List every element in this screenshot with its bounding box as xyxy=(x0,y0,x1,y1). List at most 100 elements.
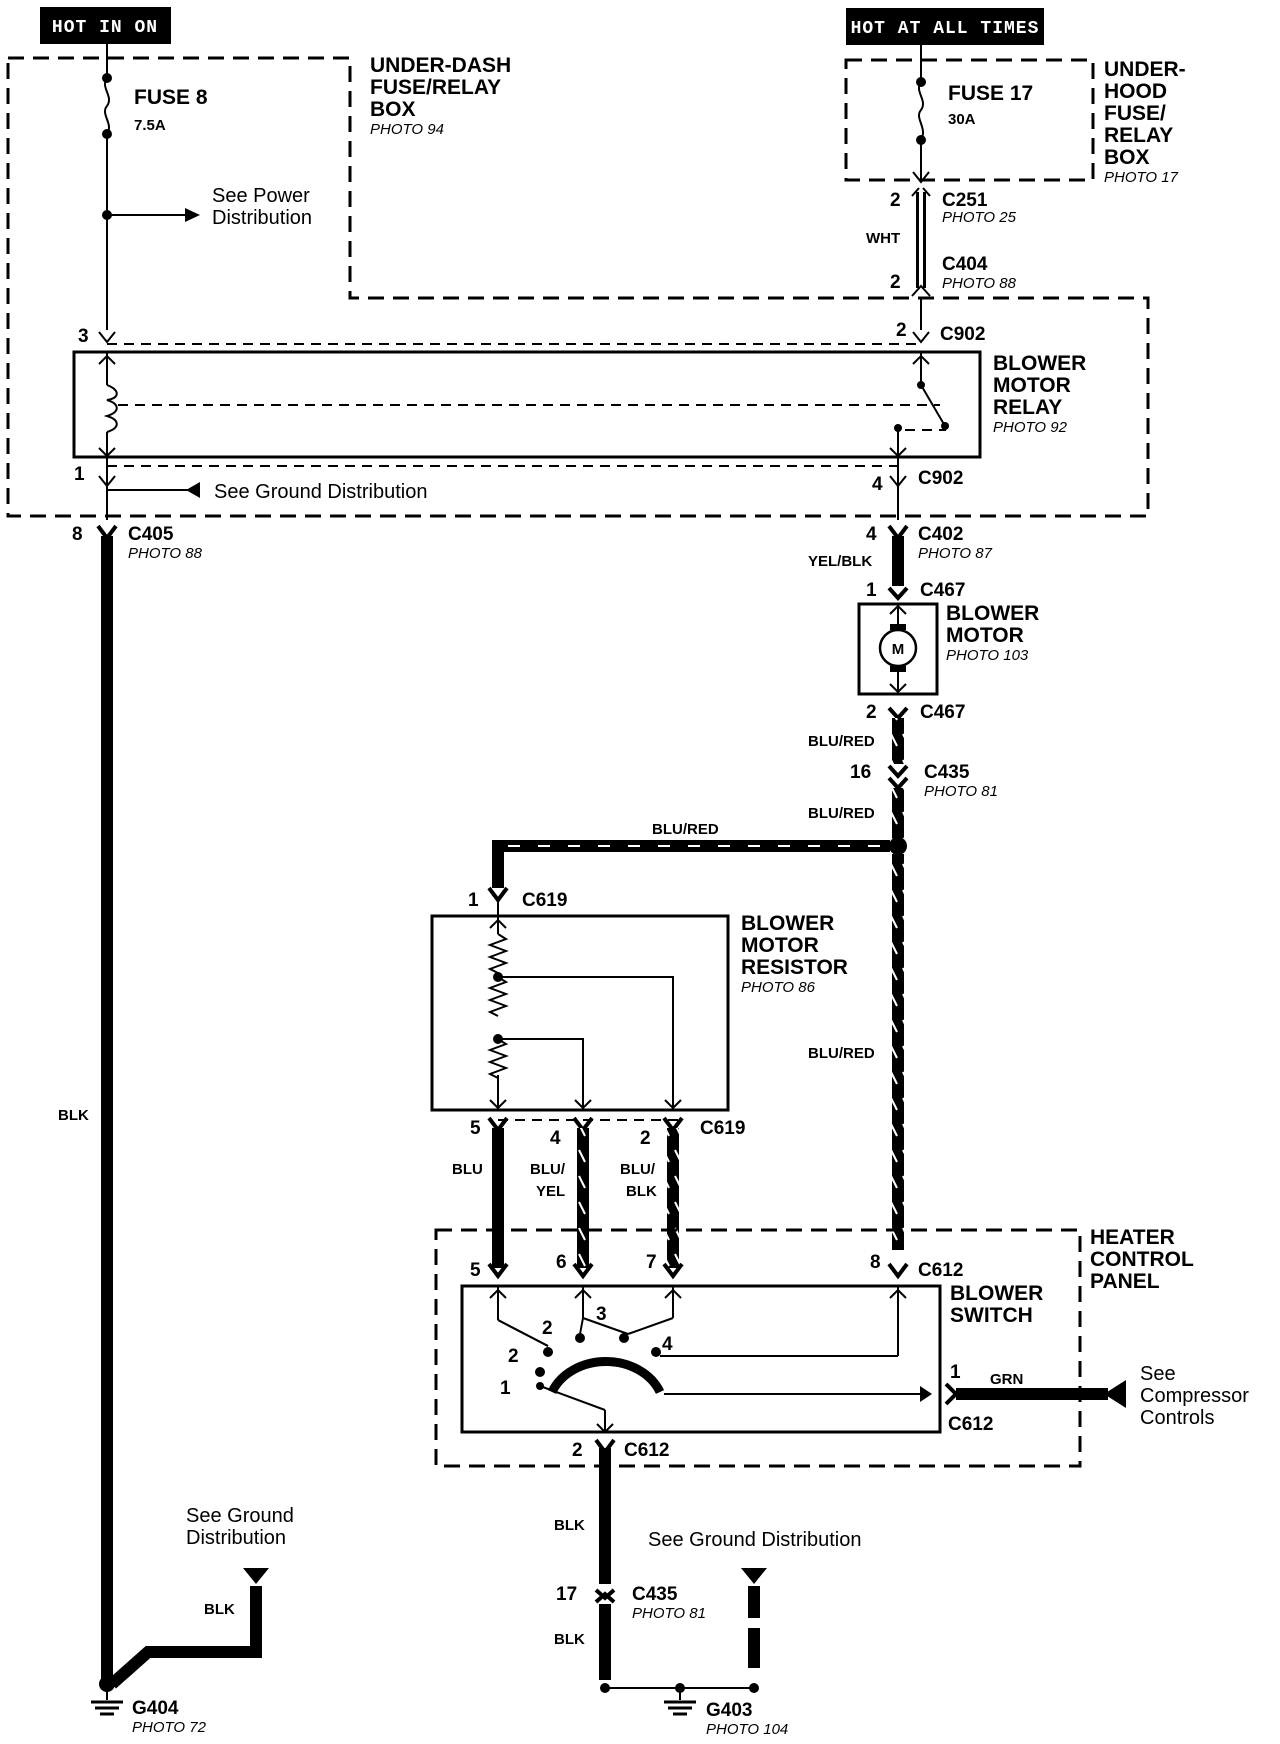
svg-text:8: 8 xyxy=(72,524,83,545)
compressor-controls-arrow xyxy=(1104,1380,1126,1408)
svg-text:CONTROL: CONTROL xyxy=(1090,1248,1194,1271)
svg-text:C251: C251 xyxy=(942,190,988,211)
svg-text:C402: C402 xyxy=(918,524,963,545)
svg-text:BLK: BLK xyxy=(626,1183,657,1200)
svg-text:PHOTO 94: PHOTO 94 xyxy=(370,121,444,138)
blower-motor-label: BLOWER MOTOR PHOTO 103 xyxy=(946,602,1039,664)
svg-text:PHOTO 86: PHOTO 86 xyxy=(741,979,816,996)
svg-text:HOOD: HOOD xyxy=(1104,80,1167,103)
svg-text:Compressor: Compressor xyxy=(1140,1385,1249,1407)
relay-coil xyxy=(98,352,118,458)
svg-text:See Ground Distribution: See Ground Distribution xyxy=(648,1529,861,1551)
svg-text:UNDER-DASH: UNDER-DASH xyxy=(370,54,511,77)
svg-text:RELAY: RELAY xyxy=(1104,124,1173,147)
svg-text:1: 1 xyxy=(500,1378,511,1399)
see-ground-distribution-bottom-note[interactable]: See Ground Distribution xyxy=(648,1529,861,1551)
relay-pin-2: 2 xyxy=(896,320,907,341)
relay-pin-3: 3 xyxy=(78,326,89,347)
resistor-label: BLOWER MOTOR RESISTOR PHOTO 86 xyxy=(741,912,848,996)
see-power-distribution-note[interactable]: See Power Distribution xyxy=(212,185,312,229)
wire-color-blu-red-4: BLU/RED xyxy=(808,1045,875,1062)
svg-text:17: 17 xyxy=(556,1584,577,1605)
svg-text:HOT IN ON: HOT IN ON xyxy=(52,18,158,38)
wire-color-wht: WHT xyxy=(866,230,900,247)
svg-text:BLOWER: BLOWER xyxy=(993,352,1086,375)
ground-bottom-arrow xyxy=(741,1568,767,1584)
svg-text:BOX: BOX xyxy=(1104,146,1150,169)
c435-top-connector: 16 C435 PHOTO 81 xyxy=(850,762,998,800)
svg-text:MOTOR: MOTOR xyxy=(741,934,819,957)
svg-text:5: 5 xyxy=(470,1118,481,1139)
svg-text:M: M xyxy=(892,641,905,658)
blu-red-wire-to-resistor xyxy=(492,840,890,888)
c251-connector: 2 C251 PHOTO 25 xyxy=(890,187,1017,226)
c405-connector: 8 C405 PHOTO 88 xyxy=(72,524,203,562)
svg-text:PHOTO 87: PHOTO 87 xyxy=(918,545,993,562)
c467-top-connector: 1 C467 xyxy=(866,580,965,601)
svg-text:PHOTO 81: PHOTO 81 xyxy=(924,783,998,800)
c402-connector: 4 C402 PHOTO 87 xyxy=(866,524,993,562)
svg-text:1: 1 xyxy=(866,580,877,601)
svg-text:PHOTO 92: PHOTO 92 xyxy=(993,419,1068,436)
svg-text:RELAY: RELAY xyxy=(993,396,1062,419)
relay-label: BLOWER MOTOR RELAY PHOTO 92 xyxy=(993,352,1086,436)
svg-text:4: 4 xyxy=(550,1128,561,1149)
svg-text:Distribution: Distribution xyxy=(212,207,312,229)
svg-text:7: 7 xyxy=(646,1252,657,1273)
blower-motor-resistor xyxy=(430,914,730,1112)
see-ground-distribution-left-note[interactable]: See Ground Distribution xyxy=(186,1505,294,1549)
wire-color-blu-red-2: BLU/RED xyxy=(808,805,875,822)
svg-text:PHOTO 104: PHOTO 104 xyxy=(706,1721,788,1738)
relay-switch xyxy=(889,352,949,458)
svg-text:6: 6 xyxy=(556,1252,567,1273)
svg-text:2: 2 xyxy=(890,272,901,293)
svg-text:See: See xyxy=(1140,1363,1176,1385)
blower-switch-label: BLOWER SWITCH xyxy=(950,1282,1043,1327)
svg-text:See Ground: See Ground xyxy=(186,1505,294,1527)
c619-top-connector: 1 C619 xyxy=(468,886,567,911)
svg-text:4: 4 xyxy=(866,524,877,545)
svg-text:C467: C467 xyxy=(920,702,965,723)
see-compressor-controls-note[interactable]: See Compressor Controls xyxy=(1140,1363,1249,1429)
svg-text:4: 4 xyxy=(662,1334,673,1355)
svg-text:1: 1 xyxy=(468,890,479,911)
blower-switch xyxy=(460,1284,942,1434)
blower-switch-internals: 1 2 2 3 4 xyxy=(489,1286,932,1434)
svg-text:G404: G404 xyxy=(132,1698,179,1719)
svg-text:2: 2 xyxy=(572,1440,583,1461)
svg-text:BOX: BOX xyxy=(370,98,416,121)
c612-bottom-connector: 2 C612 xyxy=(572,1438,669,1461)
svg-text:C619: C619 xyxy=(700,1118,745,1139)
blower-motor-relay xyxy=(72,350,982,459)
svg-text:2: 2 xyxy=(890,190,901,211)
c435-bottom-connector: 17 C435 PHOTO 81 xyxy=(556,1584,706,1622)
svg-text:PANEL: PANEL xyxy=(1090,1270,1160,1293)
svg-text:C612: C612 xyxy=(948,1414,993,1435)
wire-color-blk-mid1: BLK xyxy=(554,1517,585,1534)
svg-text:PHOTO 17: PHOTO 17 xyxy=(1104,169,1179,186)
svg-text:2: 2 xyxy=(542,1318,553,1339)
svg-text:PHOTO 103: PHOTO 103 xyxy=(946,647,1029,664)
svg-text:PHOTO 25: PHOTO 25 xyxy=(942,209,1017,226)
wire-color-blu-blk: BLU/ BLK xyxy=(620,1161,657,1200)
g404-ground-symbol: G404 PHOTO 72 xyxy=(91,1676,207,1736)
svg-text:FUSE/: FUSE/ xyxy=(1104,102,1166,125)
svg-text:C619: C619 xyxy=(522,890,567,911)
svg-text:UNDER-: UNDER- xyxy=(1104,58,1186,81)
relay-pin-4: 4 xyxy=(872,474,883,495)
svg-text:30A: 30A xyxy=(948,111,976,128)
svg-text:2: 2 xyxy=(866,702,877,723)
c612-top-connector: 5 6 7 8 C612 xyxy=(470,1252,963,1281)
svg-text:7.5A: 7.5A xyxy=(134,117,166,134)
svg-text:C435: C435 xyxy=(632,1584,678,1605)
svg-text:HOT AT ALL TIMES: HOT AT ALL TIMES xyxy=(851,19,1040,39)
see-ground-distribution-note[interactable]: See Ground Distribution xyxy=(214,481,427,503)
svg-text:2: 2 xyxy=(640,1128,651,1149)
svg-text:RESISTOR: RESISTOR xyxy=(741,956,848,979)
svg-text:MOTOR: MOTOR xyxy=(946,624,1024,647)
c619-bottom-connector: 5 4 2 C619 xyxy=(470,1116,745,1149)
svg-text:BLU/: BLU/ xyxy=(620,1161,656,1178)
svg-text:FUSE/RELAY: FUSE/RELAY xyxy=(370,76,501,99)
svg-text:1: 1 xyxy=(950,1362,961,1383)
